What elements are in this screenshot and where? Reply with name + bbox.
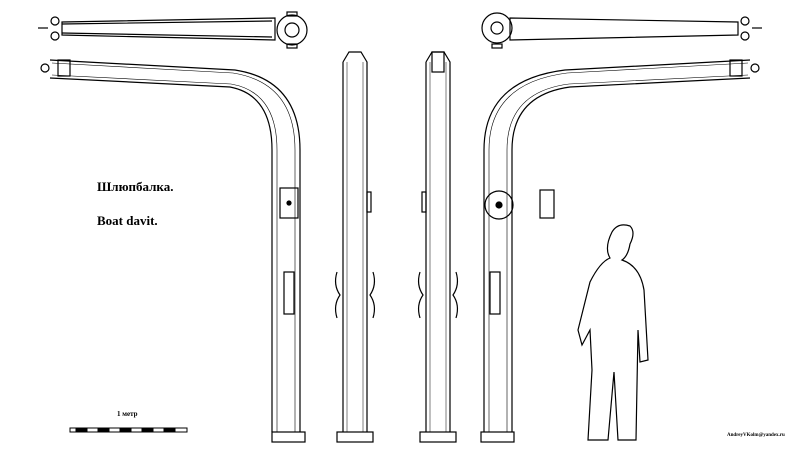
scale-label: 1 метр (117, 410, 138, 418)
left-top-view (38, 11, 308, 49)
right-side-elevation (480, 59, 760, 443)
title-english: Boat davit. (97, 213, 158, 228)
front-view-1 (334, 51, 376, 443)
left-side-elevation (40, 59, 306, 443)
scale-bar (69, 427, 188, 433)
title-russian: Шлюпбалка. (97, 179, 174, 194)
author-credit: AndreyVKolm@yandex.ru (727, 433, 785, 438)
right-top-view (481, 12, 762, 49)
front-view-2 (417, 51, 459, 443)
human-silhouette-scale (577, 224, 649, 441)
